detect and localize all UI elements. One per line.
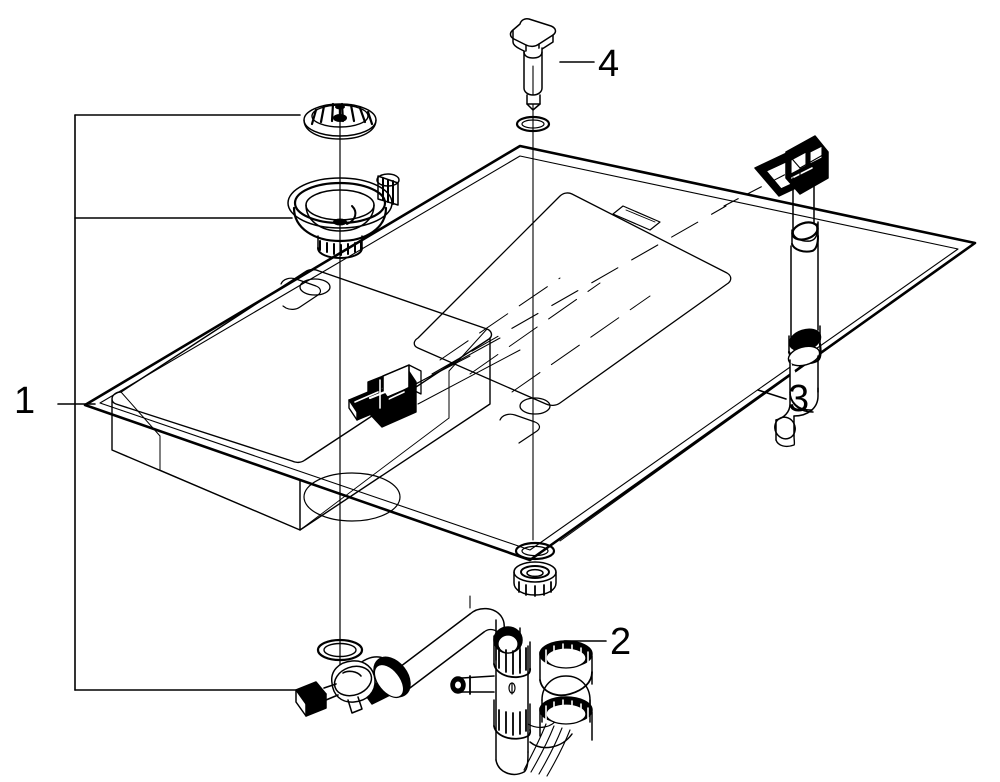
dishwasher-spigot [450, 675, 495, 695]
callout-label-3: 3 [788, 378, 810, 420]
sink-body [83, 144, 977, 562]
bottle-trap [493, 635, 532, 776]
drain-flange-body [287, 173, 400, 259]
push-button-shaft [523, 47, 543, 111]
overflow-standpipe [787, 167, 822, 367]
trap-outlet-elbow [523, 640, 593, 777]
callout-1-leader [57, 114, 301, 691]
waste-outlet-gasket [316, 638, 364, 662]
overflow-projection [431, 205, 727, 375]
cable-retaining-nut [513, 561, 557, 597]
overflow-body [785, 135, 829, 195]
cable-gasket [514, 541, 556, 561]
overflow-inlet-fitting [348, 337, 521, 428]
trap-inlet-pipe [373, 607, 523, 699]
callout-label-2: 2 [610, 621, 632, 663]
callout-3-leader [757, 389, 787, 400]
callout-label-1: 1 [14, 380, 36, 422]
push-button-knob [509, 18, 557, 55]
overflow-outlet-tube [774, 387, 819, 448]
callout-label-4: 4 [598, 43, 620, 85]
